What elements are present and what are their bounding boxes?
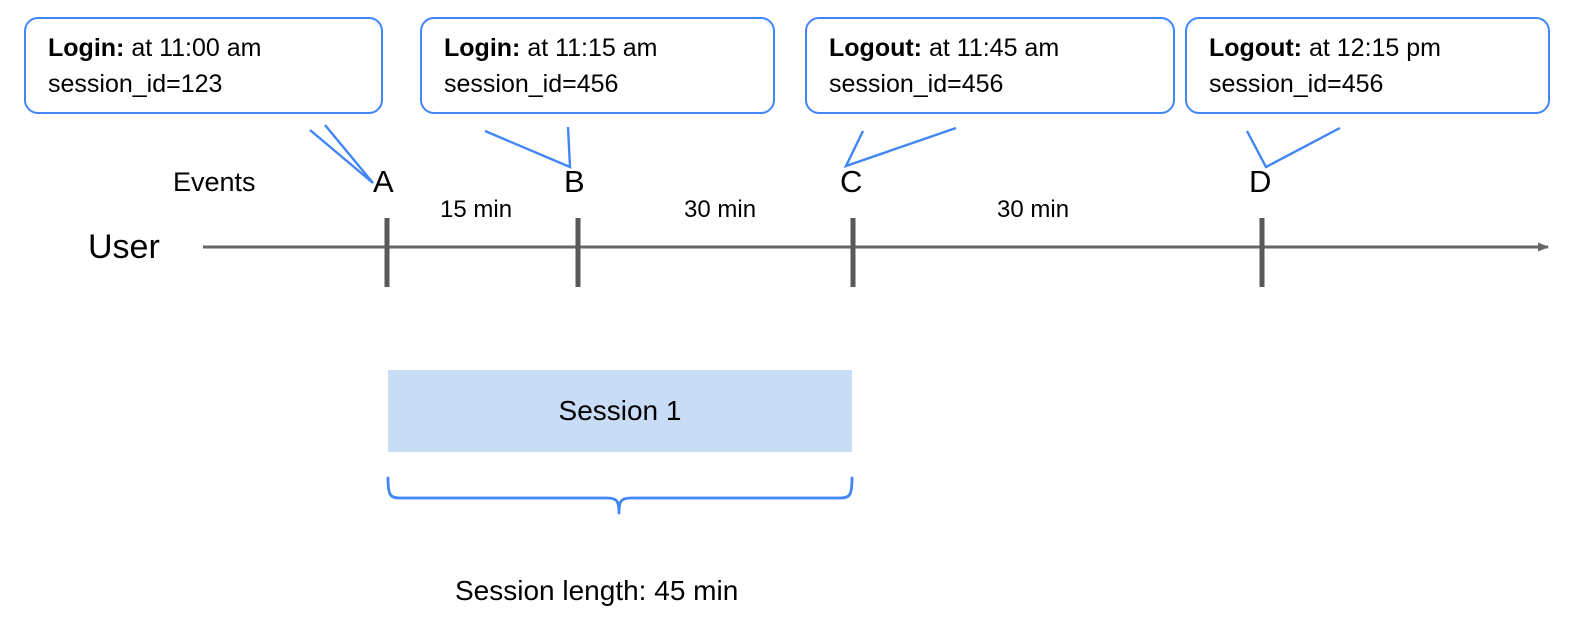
callout-logout-c[interactable]: Logout: at 11:45 am session_id=456 xyxy=(805,17,1175,114)
callout-tail-b xyxy=(484,126,572,169)
callout-c-event-label: Logout: xyxy=(829,34,923,62)
callout-d-event-label: Logout: xyxy=(1209,34,1303,62)
callout-a-time: at 11:00 am xyxy=(131,34,262,62)
callout-tail-d xyxy=(1245,126,1341,169)
duration-label-b-c: 30 min xyxy=(684,196,757,223)
callout-d-session-id: session_id=456 xyxy=(1209,69,1384,98)
callout-a-session-id: session_id=123 xyxy=(48,69,223,98)
callout-login-b[interactable]: Login: at 11:15 am session_id=456 xyxy=(420,17,775,114)
session-1-bar[interactable]: Session 1 xyxy=(388,370,852,452)
callout-tail-a xyxy=(309,124,374,184)
callout-tail-c xyxy=(843,126,957,169)
tick-label-c: C xyxy=(840,164,863,199)
tick-label-d: D xyxy=(1249,164,1272,199)
tick-label-a: A xyxy=(373,164,394,199)
session-length-brace xyxy=(386,476,854,515)
callout-logout-d[interactable]: Logout: at 12:15 pm session_id=456 xyxy=(1185,17,1550,114)
callout-d-time: at 12:15 pm xyxy=(1308,34,1441,62)
user-lane-label: User xyxy=(88,228,160,266)
duration-label-c-d: 30 min xyxy=(997,196,1070,223)
callout-a-event-label: Login: xyxy=(48,34,125,62)
session-length-caption: Session length: 45 min xyxy=(455,575,739,606)
callout-c-time: at 11:45 am xyxy=(928,34,1060,62)
callout-b-event-label: Login: xyxy=(444,34,521,62)
tick-label-b: B xyxy=(564,164,585,199)
callout-c-session-id: session_id=456 xyxy=(829,69,1004,98)
events-lane-label: Events xyxy=(173,167,256,197)
callout-b-session-id: session_id=456 xyxy=(444,69,619,98)
callout-login-a[interactable]: Login: at 11:00 am session_id=123 xyxy=(24,17,383,114)
callout-b-time: at 11:15 am xyxy=(527,34,658,62)
duration-label-a-b: 15 min xyxy=(440,196,513,223)
session-1-bar-label: Session 1 xyxy=(558,395,682,426)
